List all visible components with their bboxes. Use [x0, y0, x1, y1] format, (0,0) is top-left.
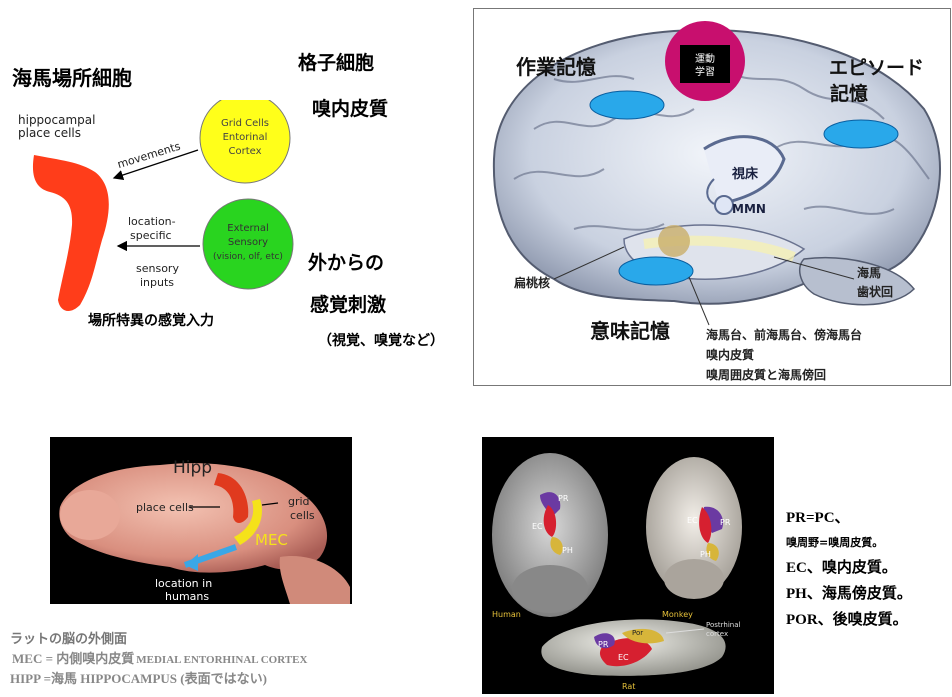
working-memory-marker	[590, 91, 664, 119]
thalamus-label: 視床	[731, 166, 759, 182]
caption-3: 嗅周囲皮質と海馬傍回	[706, 367, 826, 382]
monkey-label: Monkey	[662, 610, 693, 619]
mmn-label: MMN	[732, 202, 766, 216]
human-ph-label: PH	[562, 546, 573, 555]
sensory-label-2: inputs	[140, 276, 174, 289]
human-label: Human	[492, 610, 521, 619]
monkey-ec-label: EC	[687, 516, 698, 525]
hipp-label: Hipp	[173, 458, 212, 478]
rat-grid-1: grid	[288, 495, 310, 508]
working-memory-label: 作業記憶	[516, 51, 596, 80]
external-jp-3: （視覚、嗅覚など）	[318, 330, 444, 350]
semantic-memory-marker	[619, 257, 693, 285]
sensory-label-1: sensory	[136, 262, 179, 275]
loc-label-2: humans	[165, 590, 209, 603]
rat-label: Rat	[622, 682, 635, 691]
rat-caption-2b: MEDIAL ENTORHINAL CORTEX	[136, 654, 307, 666]
human-pr-label: PR	[558, 494, 569, 503]
postrhinal-2: cortex	[706, 630, 728, 638]
rat-ec-label: EC	[618, 653, 629, 662]
location-label-1: location-	[128, 215, 176, 228]
external-line2: Sensory	[228, 237, 268, 248]
episodic-line2: 記憶	[830, 79, 868, 106]
rat-por-label: Por	[632, 629, 643, 637]
legend-4: PH、海馬傍皮質。	[786, 582, 912, 603]
place-cells-label: place cells	[136, 501, 194, 514]
legend-1: PR=PC、	[786, 506, 850, 527]
motor-line2: 学習	[695, 65, 715, 78]
external-jp-2: 感覚刺激	[310, 290, 386, 317]
episodic-memory-marker	[824, 120, 898, 148]
caption-1: 海馬台、前海馬台、傍海馬台	[706, 327, 862, 342]
hippocampus-shape	[33, 155, 109, 311]
monkey-pr-label: PR	[720, 518, 731, 527]
hippo-label-1: 海馬	[857, 265, 881, 280]
legend-2: 嗅周野=嗅周皮質。	[786, 534, 883, 550]
species-brain-image: Human Monkey Rat PR EC PH PR EC PH PR EC…	[482, 437, 774, 694]
hippo-label-2: 歯状回	[857, 284, 893, 299]
hippocampal-label: hippocampal	[18, 113, 95, 127]
external-line3: (vision, olf, etc)	[213, 252, 283, 262]
human-ec-label: EC	[532, 522, 543, 531]
episodic-line1: エピソード	[829, 53, 924, 80]
external-jp-1: 外からの	[308, 248, 384, 275]
external-line1: External	[227, 223, 269, 234]
rat-caption-1: ラットの脳の外側面	[10, 628, 127, 647]
monkey-ph-label: PH	[700, 550, 711, 559]
rat-grid-2: cells	[290, 509, 315, 522]
brain-memory-panel: 運動 学習 視床 MMN 扁桃核 海馬 歯状回 海馬台、前海馬台、傍海馬台 嗅内…	[473, 8, 951, 386]
caption-2: 嗅内皮質	[706, 347, 754, 362]
legend-5: POR、後嗅皮質。	[786, 608, 908, 629]
grid-line3: Cortex	[228, 146, 261, 157]
semantic-memory-label: 意味記憶	[590, 315, 670, 344]
motor-line1: 運動	[695, 52, 715, 65]
grid-line2: Entorinal	[223, 132, 268, 143]
mec-label: MEC	[255, 531, 288, 549]
rat-caption-2a: MEC = 内側嗅内皮質	[12, 651, 134, 666]
rat-brain-image: Hipp place cells grid cells MEC location…	[50, 437, 352, 604]
grid-cells-title: 格子細胞	[298, 48, 374, 75]
legend-3: EC、嗅内皮質。	[786, 556, 897, 577]
postrhinal-1: Postrhinal	[706, 621, 741, 629]
place-cells-title: 海馬場所細胞	[12, 62, 132, 91]
place-specific-input: 場所特異の感覚入力	[88, 310, 214, 330]
amygdala-label: 扁桃核	[514, 275, 550, 290]
loc-label-1: location in	[155, 577, 212, 590]
entorhinal-title: 嗅内皮質	[312, 94, 388, 121]
location-label-2: specific	[130, 229, 172, 242]
rat-caption-3: HIPP =海馬 HIPPOCAMPUS (表面ではない)	[10, 668, 267, 687]
grid-line1: Grid Cells	[221, 118, 269, 129]
hippocampal-place-cells-line2: place cells	[18, 126, 81, 140]
rat-pr-label: PR	[598, 640, 609, 649]
